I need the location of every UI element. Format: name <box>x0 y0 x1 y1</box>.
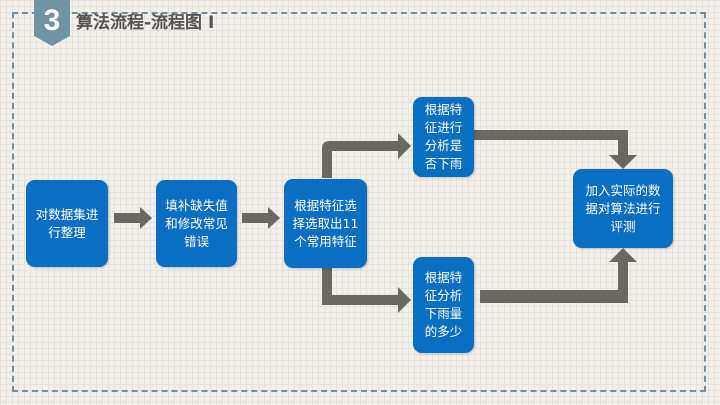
node-n6: 加入实际的数据对算法进行评测 <box>573 169 673 248</box>
node-n5: 根据特征分析下雨量的多少 <box>413 257 474 353</box>
node-n2: 填补缺失值和修改常见错误 <box>156 180 237 267</box>
arrow-n3-n5 <box>322 268 411 313</box>
page-title: 算法流程-流程图 I <box>76 13 215 33</box>
section-badge: 3 <box>34 0 70 46</box>
arrow-n1-n2 <box>114 207 152 229</box>
node-n3: 根据特征选择选取出11个常用特征 <box>284 179 367 268</box>
arrow-n2-n3 <box>242 207 280 229</box>
node-n4: 根据特征进行分析是否下雨 <box>413 97 474 177</box>
dashed-frame <box>12 12 706 392</box>
arrow-n3-n4 <box>322 133 411 178</box>
arrow-n4-n6 <box>474 130 637 169</box>
node-n1: 对数据集进行整理 <box>26 180 108 267</box>
arrow-n5-n6 <box>480 248 637 303</box>
